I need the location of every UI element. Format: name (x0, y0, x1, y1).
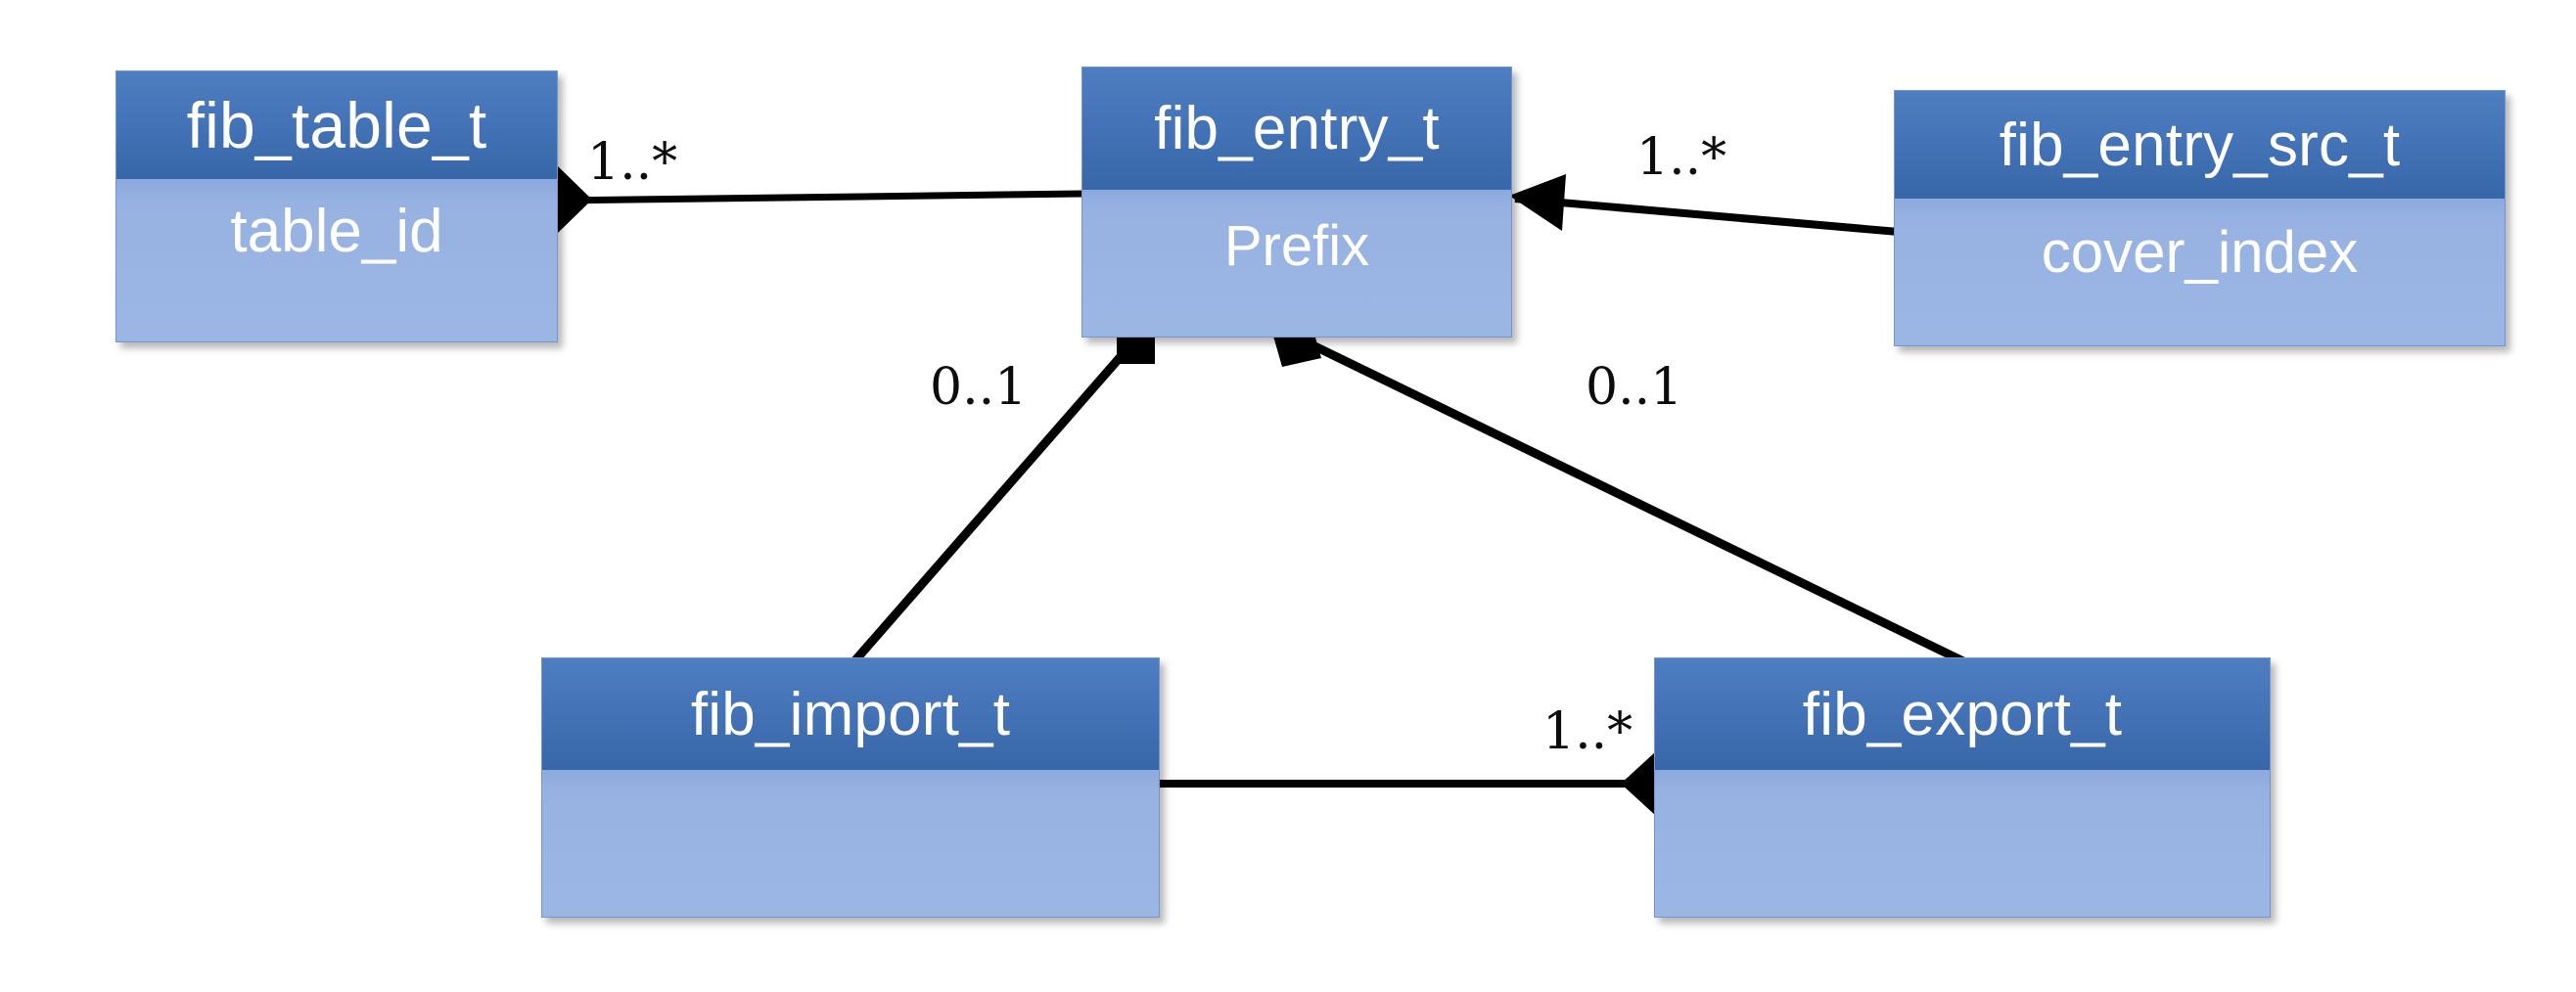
class-name-fib-export-t: fib_export_t (1655, 658, 2270, 770)
multiplicity-label-entry-to-export: 0..1 (1586, 358, 1683, 417)
class-attribute-fib-entry-src-t: cover_index (1895, 199, 2505, 345)
class-box-fib-entry-src-t[interactable]: fib_entry_src_t cover_index (1894, 90, 2506, 346)
class-box-fib-table-t[interactable]: fib_table_t table_id (115, 70, 558, 342)
filled-arrow-icon (1509, 174, 1566, 231)
class-attribute-fib-table-t: table_id (116, 179, 557, 341)
class-name-fib-entry-src-t: fib_entry_src_t (1895, 91, 2505, 199)
multiplicity-label-import-to-export: 1..* (1542, 702, 1633, 761)
class-box-fib-export-t[interactable]: fib_export_t (1654, 657, 2271, 918)
class-attribute-fib-import-t (542, 770, 1159, 917)
class-name-fib-table-t: fib_table_t (116, 71, 557, 179)
class-name-fib-import-t: fib_import_t (542, 658, 1159, 770)
class-attribute-fib-entry-t: Prefix (1082, 190, 1511, 337)
multiplicity-label-entry-to-import: 0..1 (930, 358, 1028, 417)
class-attribute-fib-export-t (1655, 770, 2270, 917)
clipped-text-sliver: . . . . . . . . . . . . . (0, 0, 2576, 7)
class-box-fib-import-t[interactable]: fib_import_t (541, 657, 1160, 918)
multiplicity-label-entry-to-entry-src: 1..* (1636, 128, 1727, 187)
class-box-fib-entry-t[interactable]: fib_entry_t Prefix (1081, 67, 1512, 338)
class-name-fib-entry-t: fib_entry_t (1082, 68, 1511, 190)
connector-line (557, 190, 1082, 204)
connector-line (1514, 195, 1900, 236)
multiplicity-label-table-to-entry: 1..* (587, 133, 678, 192)
